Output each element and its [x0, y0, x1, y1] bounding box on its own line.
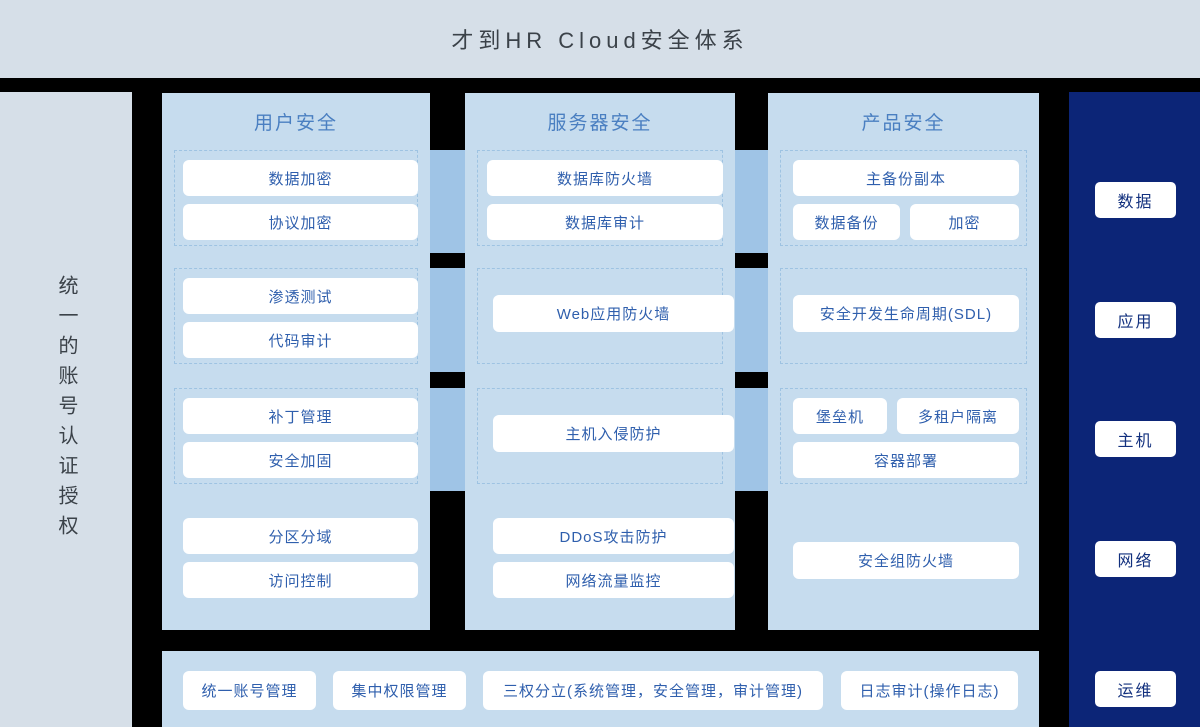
bottom-item-centralized-permission-management[interactable]: 集中权限管理 — [333, 671, 466, 710]
group-user-1: 数据加密 协议加密 — [174, 150, 418, 246]
group-product-2: 安全开发生命周期(SDL) — [780, 268, 1027, 364]
left-sidebar-label: 统一的账号认证授权 — [55, 274, 77, 545]
page-title: 才到HR Cloud安全体系 — [451, 28, 749, 53]
connector-row3-left — [430, 388, 465, 491]
column-title-product-security: 产品安全 — [861, 113, 946, 134]
item-bastion-host[interactable]: 堡垒机 — [793, 398, 887, 434]
item-sdl[interactable]: 安全开发生命周期(SDL) — [793, 295, 1019, 332]
column-title-server-security: 服务器安全 — [547, 113, 653, 134]
group-user-3: 补丁管理 安全加固 — [174, 388, 418, 484]
item-data-backup[interactable]: 数据备份 — [793, 204, 900, 240]
item-container-deployment[interactable]: 容器部署 — [793, 442, 1019, 478]
item-db-firewall[interactable]: 数据库防火墙 — [487, 160, 723, 196]
item-code-audit[interactable]: 代码审计 — [183, 322, 418, 358]
group-user-2: 渗透测试 代码审计 — [174, 268, 418, 364]
right-sidebar-pill-data[interactable]: 数据 — [1095, 182, 1176, 218]
item-data-encryption[interactable]: 数据加密 — [183, 160, 418, 196]
group-product-1: 主备份副本 数据备份 加密 — [780, 150, 1027, 246]
group-product-3: 堡垒机 多租户隔离 容器部署 — [780, 388, 1027, 484]
right-sidebar-pill-ops[interactable]: 运维 — [1095, 671, 1176, 707]
item-penetration-test[interactable]: 渗透测试 — [183, 278, 418, 314]
group-server-1: 数据库防火墙 数据库审计 — [477, 150, 723, 246]
connector-row1-right — [735, 150, 768, 253]
item-traffic-monitor[interactable]: 网络流量监控 — [493, 562, 734, 598]
item-multi-tenant-isolation[interactable]: 多租户隔离 — [897, 398, 1019, 434]
left-sidebar-label-wrap: 统一的账号认证授权 — [0, 92, 132, 727]
group-server-4: DDoS攻击防护 网络流量监控 — [477, 508, 734, 604]
left-sidebar — [0, 92, 132, 727]
right-sidebar-pill-host[interactable]: 主机 — [1095, 421, 1176, 457]
bottom-item-unified-account-management[interactable]: 统一账号管理 — [183, 671, 316, 710]
item-zoning[interactable]: 分区分域 — [183, 518, 418, 554]
connector-row2-left — [430, 268, 465, 372]
item-security-hardening[interactable]: 安全加固 — [183, 442, 418, 478]
item-ddos-protection[interactable]: DDoS攻击防护 — [493, 518, 734, 554]
group-user-4: 分区分域 访问控制 — [174, 508, 418, 604]
connector-row2-right — [735, 268, 768, 372]
group-server-3: 主机入侵防护 — [477, 388, 734, 484]
column-user-security: 用户安全 数据加密 协议加密 渗透测试 代码审计 补丁管理 安全加固 分区分域 … — [162, 93, 430, 630]
bottom-bar: 统一账号管理 集中权限管理 三权分立(系统管理，安全管理，审计管理) 日志审计(… — [162, 651, 1039, 727]
item-db-audit[interactable]: 数据库审计 — [487, 204, 723, 240]
item-host-intrusion-prevention[interactable]: 主机入侵防护 — [493, 415, 734, 452]
column-title-user-security: 用户安全 — [253, 113, 338, 134]
group-product-4: 安全组防火墙 — [780, 508, 1027, 604]
column-product-security: 产品安全 主备份副本 数据备份 加密 安全开发生命周期(SDL) 堡垒机 多租户… — [768, 93, 1039, 630]
item-access-control[interactable]: 访问控制 — [183, 562, 418, 598]
bottom-item-log-audit[interactable]: 日志审计(操作日志) — [841, 671, 1018, 710]
connector-row1-left — [430, 150, 465, 253]
item-security-group-firewall[interactable]: 安全组防火墙 — [793, 542, 1019, 579]
bottom-item-separation-of-powers[interactable]: 三权分立(系统管理，安全管理，审计管理) — [483, 671, 823, 710]
item-protocol-encryption[interactable]: 协议加密 — [183, 204, 418, 240]
item-encryption[interactable]: 加密 — [910, 204, 1019, 240]
column-server-security: 服务器安全 数据库防火墙 数据库审计 Web应用防火墙 主机入侵防护 DDoS攻… — [465, 93, 735, 630]
right-sidebar-pill-network[interactable]: 网络 — [1095, 541, 1176, 577]
group-server-2: Web应用防火墙 — [477, 268, 734, 364]
right-sidebar-pill-app[interactable]: 应用 — [1095, 302, 1176, 338]
title-band — [0, 0, 1200, 78]
connector-row3-right — [735, 388, 768, 491]
item-primary-backup-replica[interactable]: 主备份副本 — [793, 160, 1019, 196]
item-patch-management[interactable]: 补丁管理 — [183, 398, 418, 434]
item-web-application-firewall[interactable]: Web应用防火墙 — [493, 295, 734, 332]
